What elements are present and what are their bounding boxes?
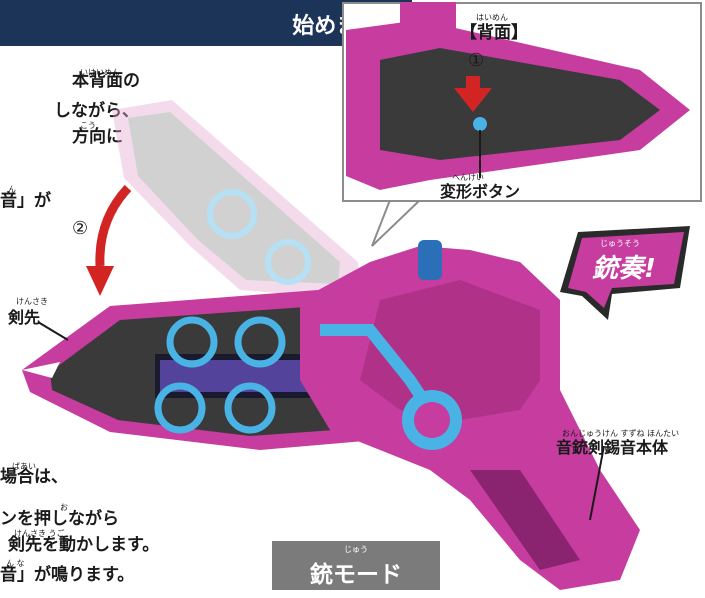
speech-bubble-ruby: じゅうそう — [600, 239, 640, 248]
instruction-bottom-ruby-4: ん な — [6, 559, 25, 568]
main-body-ruby: おんじゅうけん すずね ほんたい — [562, 429, 680, 438]
speech-bubble-text: 銃奏! — [592, 254, 656, 284]
instruction-top-line-1: 本背面の — [72, 71, 140, 91]
blade-tip-leader — [37, 321, 69, 341]
instruction-top-ruby-3: こう — [80, 121, 96, 130]
mode-label: 銃モード — [310, 562, 402, 588]
main-body-label: 音銃剣錫音本体 — [556, 438, 669, 457]
instruction-bottom-ruby-2: お — [60, 503, 68, 512]
ghost-blade — [112, 100, 362, 300]
rotate-arrow-head — [86, 266, 114, 296]
instruction-top-line-2: しながら、 — [54, 101, 139, 121]
step-1-marker: ① — [468, 50, 485, 71]
mode-label-box — [272, 541, 440, 590]
blade-tip-ruby: けんさき — [16, 297, 48, 306]
inset-title: 【背面】 — [460, 23, 528, 43]
speech-bubble — [560, 226, 690, 320]
transform-button-label: 変形ボタン — [440, 182, 521, 201]
instruction-bottom-line-1: 場合は、 — [0, 467, 68, 487]
blade-tip-label: 剣先 — [8, 308, 41, 327]
step-2-marker: ② — [72, 218, 89, 239]
rotate-arrow — [95, 184, 132, 267]
inset-title-ruby: はいめん — [476, 13, 508, 22]
instruction-top-ruby-4: ん — [8, 185, 16, 194]
instruction-bottom-line-4: 音」が鳴ります。 — [0, 565, 135, 585]
instruction-bottom-ruby-1: ばあい — [12, 462, 36, 471]
instruction-top-line-3: 方向に — [72, 127, 123, 147]
instruction-bottom-line-2: ンを押しながら — [0, 509, 119, 529]
press-arrow — [454, 88, 492, 112]
instruction-top-ruby-1: いはいめん — [80, 68, 120, 77]
main-body-leader — [589, 445, 605, 521]
button-label-ruby: へんけい — [452, 173, 484, 182]
instruction-bottom-ruby-3: けんさき うご — [14, 529, 65, 538]
mode-label-ruby: じゅう — [344, 545, 368, 554]
gun-body — [300, 240, 640, 590]
instruction-bottom-line-3: 剣先を動かします。 — [8, 535, 160, 555]
instruction-top-line-4: 音」が — [0, 191, 51, 211]
transform-button-marker — [473, 117, 487, 131]
